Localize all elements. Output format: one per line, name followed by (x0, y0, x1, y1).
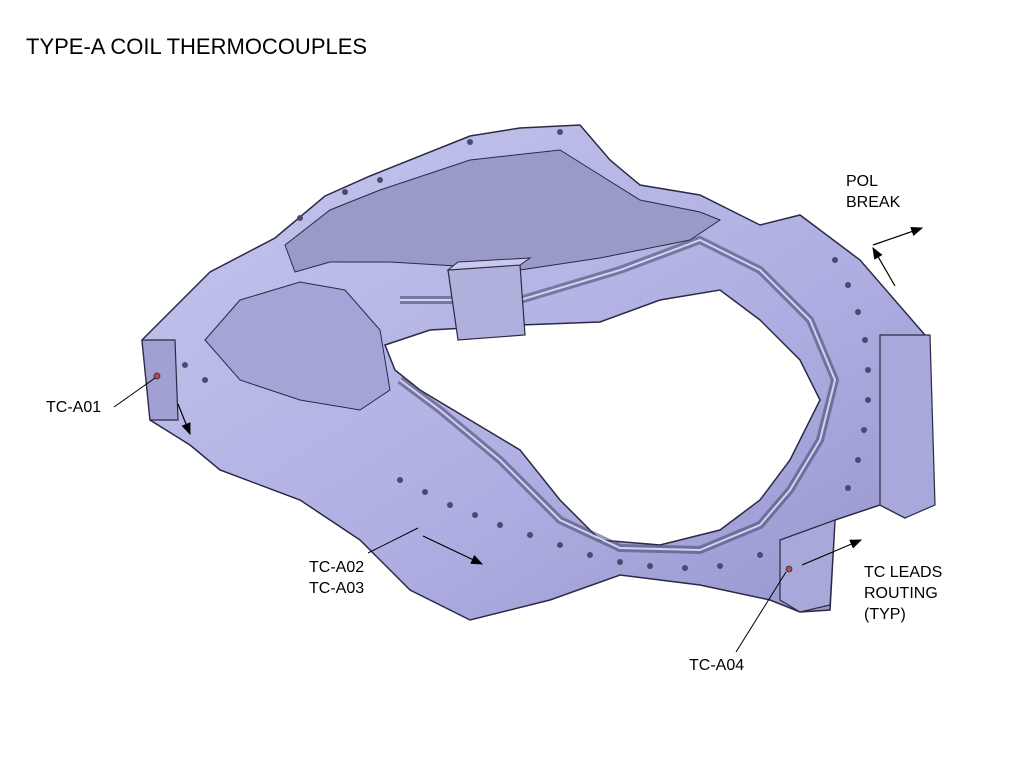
label-tc-a02-a03: TC-A02 TC-A03 (309, 557, 364, 599)
coil-center-opening (384, 289, 821, 546)
label-pol-break-line2: BREAK (846, 194, 901, 211)
bolt-holes (182, 129, 871, 571)
label-tc-a02: TC-A02 (309, 559, 365, 576)
upper-inner-plate (284, 149, 722, 273)
winding-track-inner (399, 238, 837, 552)
pol-break-arrow-right (872, 227, 924, 246)
label-tc-a04: TC-A04 (689, 657, 745, 674)
left-lobe (204, 281, 391, 411)
label-tc-leads-routing: TC LEADS ROUTING (TYP) (864, 562, 942, 625)
label-pol-break-line1: POL (846, 173, 879, 190)
lower-right-block (779, 519, 836, 613)
leader-tc-a04 (735, 571, 787, 653)
tc-a01-marker (153, 372, 161, 380)
junction-box-top (446, 257, 532, 271)
junction-box (447, 264, 526, 341)
routing-arrow-lower-left (422, 535, 484, 565)
leader-tc-a02-a03 (367, 527, 419, 554)
routing-arrow-left (177, 403, 191, 436)
tc-a04-marker (785, 565, 793, 573)
pol-break-arrow-up (872, 246, 896, 287)
label-pol-break: POL BREAK (846, 171, 900, 213)
pol-break-block (879, 334, 936, 519)
left-end-block (141, 339, 179, 421)
label-tc-leads-line3: (TYP) (864, 606, 906, 623)
label-tc-a03: TC-A03 (309, 580, 365, 597)
leader-tc-a01 (113, 377, 156, 408)
label-tc-leads-line1: TC LEADS (864, 564, 943, 581)
slide-title: TYPE-A COIL THERMOCOUPLES (26, 34, 368, 59)
label-tc-a01: TC-A01 (46, 399, 102, 416)
tc-leads-arrow (801, 539, 863, 566)
label-tc-leads-line2: ROUTING (864, 585, 938, 602)
